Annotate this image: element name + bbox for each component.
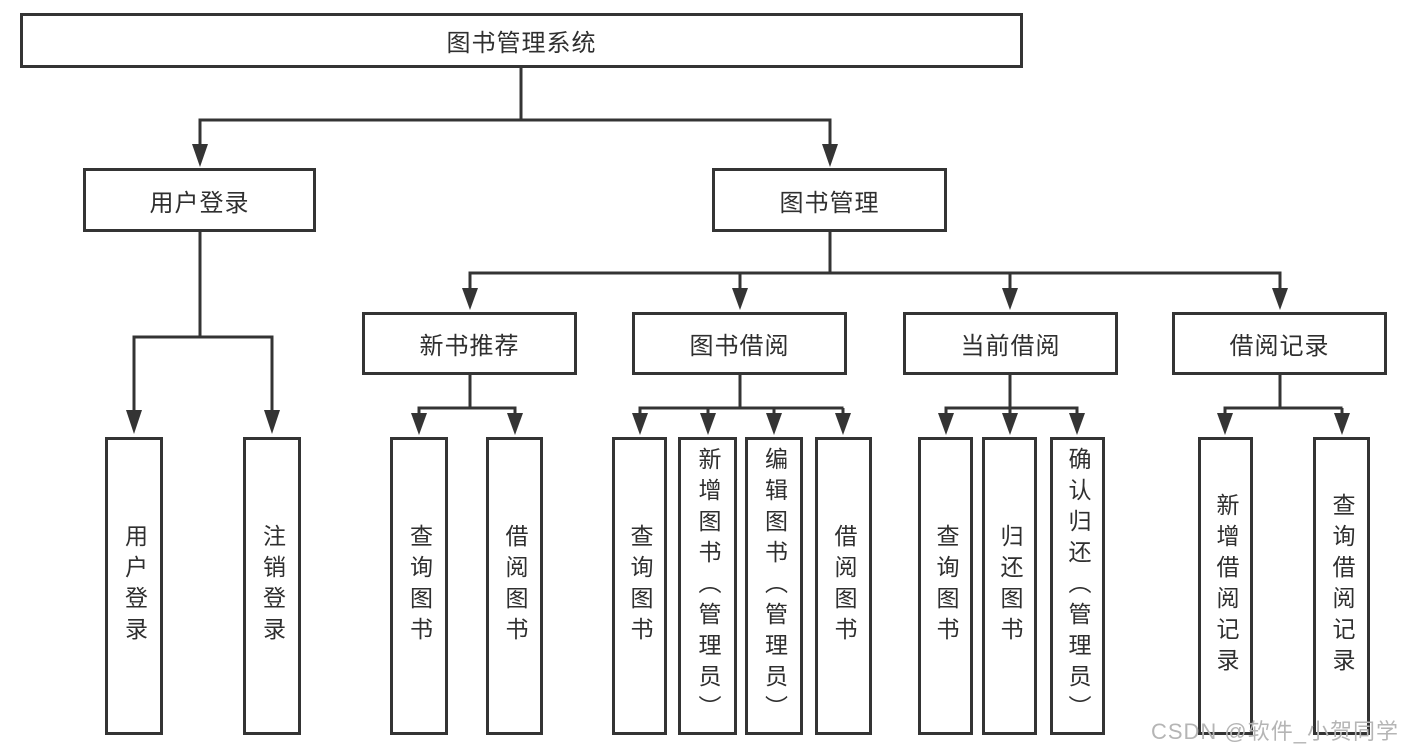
leaf-add-books-admin: 新增图书（管理员） <box>678 437 737 735</box>
leaf-user-login: 用户登录 <box>105 437 163 735</box>
node-new-book-recommend: 新书推荐 <box>362 312 577 375</box>
leaf-return-books-label: 归还图书 <box>997 524 1023 648</box>
leaf-query-books-borrowing-label: 查询图书 <box>627 524 653 648</box>
connector-book-borrow-split <box>638 375 845 415</box>
node-book-management: 图书管理 <box>712 168 947 232</box>
leaf-query-books-borrowing: 查询图书 <box>612 437 667 735</box>
leaf-query-borrow-record-label: 查询借阅记录 <box>1329 493 1355 679</box>
leaf-add-borrow-record-label: 新增借阅记录 <box>1213 493 1239 679</box>
leaf-return-books: 归还图书 <box>982 437 1037 735</box>
node-library-management-system-label: 图书管理系统 <box>446 30 597 57</box>
connector-borrow-record-split <box>1223 375 1344 415</box>
leaf-borrow-books-recommend: 借阅图书 <box>486 437 543 735</box>
connector-current-borrow-split <box>944 375 1079 415</box>
node-user-login: 用户登录 <box>83 168 316 232</box>
leaf-confirm-return-admin-label: 确认归还（管理员） <box>1065 446 1091 726</box>
leaf-edit-books-admin: 编辑图书（管理员） <box>745 437 803 735</box>
leaf-confirm-return-admin: 确认归还（管理员） <box>1050 437 1105 735</box>
leaf-logout: 注销登录 <box>243 437 301 735</box>
connector-root-split <box>198 68 832 146</box>
leaf-add-books-admin-label: 新增图书（管理员） <box>695 446 721 726</box>
arrowheads-leaves <box>411 413 1350 435</box>
node-current-borrowing-label: 当前借阅 <box>960 333 1061 360</box>
leaf-query-books-recommend-label: 查询图书 <box>406 524 433 648</box>
leaf-edit-books-admin-label: 编辑图书（管理员） <box>761 446 788 726</box>
node-borrowing-records-label: 借阅记录 <box>1229 333 1330 360</box>
csdn-watermark: CSDN @软件_小贺同学 <box>1150 719 1399 744</box>
leaf-borrow-books-borrowing: 借阅图书 <box>815 437 872 735</box>
node-book-borrowing: 图书借阅 <box>632 312 847 375</box>
leaf-logout-label: 注销登录 <box>259 524 286 648</box>
node-user-login-label: 用户登录 <box>149 189 250 217</box>
leaf-user-login-label: 用户登录 <box>121 524 148 648</box>
leaf-query-books-recommend: 查询图书 <box>390 437 448 735</box>
leaf-query-borrow-record: 查询借阅记录 <box>1313 437 1370 735</box>
leaf-borrow-books-borrowing-label: 借阅图书 <box>831 524 857 648</box>
leaf-add-borrow-record: 新增借阅记录 <box>1198 437 1253 735</box>
node-borrowing-records: 借阅记录 <box>1172 312 1387 375</box>
connector-user-login-split <box>132 232 274 412</box>
arrowheads-user-login-leaves <box>126 410 280 434</box>
node-book-management-label: 图书管理 <box>779 189 880 217</box>
leaf-query-books-current: 查询图书 <box>918 437 973 735</box>
connector-new-book-rec-split <box>417 375 517 415</box>
arrowheads-level2 <box>192 144 838 167</box>
node-current-borrowing: 当前借阅 <box>903 312 1118 375</box>
leaf-query-books-current-label: 查询图书 <box>933 524 959 648</box>
node-book-borrowing-label: 图书借阅 <box>689 333 790 360</box>
leaf-borrow-books-recommend-label: 借阅图书 <box>502 524 528 648</box>
arrowheads-level3 <box>462 288 1288 310</box>
connector-book-mgmt-split <box>468 232 1282 290</box>
node-new-book-recommend-label: 新书推荐 <box>419 333 520 360</box>
node-library-management-system: 图书管理系统 <box>20 13 1023 68</box>
